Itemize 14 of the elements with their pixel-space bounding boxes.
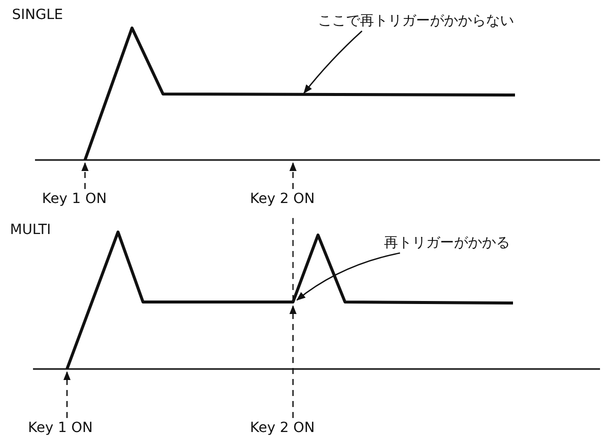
- key-label: Key 1 ON: [28, 419, 93, 437]
- leader-arrow: [296, 252, 400, 301]
- leader-arrow: [303, 30, 362, 94]
- section-label: MULTI: [10, 221, 51, 239]
- section-label: SINGLE: [12, 6, 63, 24]
- key-label: Key 2 ON: [250, 419, 315, 437]
- dashed-arrow: [289, 162, 297, 189]
- dashed-arrow: [289, 305, 297, 418]
- dashed-arrow: [81, 162, 89, 189]
- callout-text: ここで再トリガーがかからない: [318, 12, 514, 30]
- dashed-arrow: [63, 371, 71, 418]
- key-label: Key 1 ON: [42, 190, 107, 208]
- callout-text: 再トリガーがかかる: [384, 234, 510, 252]
- key-label: Key 2 ON: [250, 190, 315, 208]
